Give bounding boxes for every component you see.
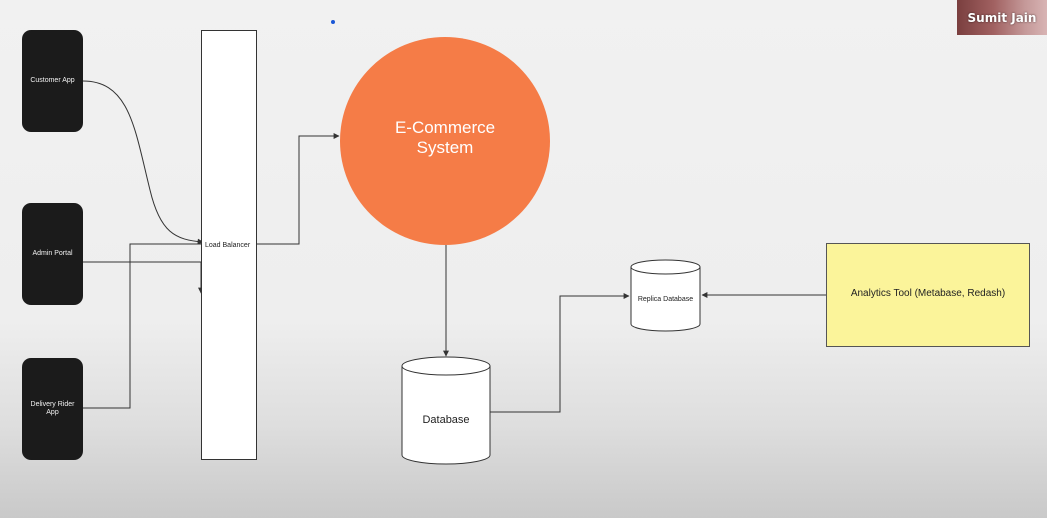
ecommerce-system-node: E-Commerce System bbox=[340, 37, 550, 245]
ecommerce-system-label: E-Commerce System bbox=[394, 118, 496, 157]
pointer-dot bbox=[331, 20, 335, 24]
presenter-name: Sumit Jain bbox=[967, 10, 1037, 25]
load-balancer-node: Load Balancer bbox=[201, 30, 257, 460]
connector-lb-to-ecommerce bbox=[257, 133, 340, 245]
connector-customer-to-lb bbox=[82, 80, 204, 245]
customer-app-node: Customer App bbox=[22, 30, 83, 132]
admin-portal-label: Admin Portal bbox=[32, 250, 73, 257]
replica-database-cylinder bbox=[630, 259, 701, 332]
analytics-tool-label: Analytics Tool (Metabase, Redash) bbox=[850, 287, 1006, 299]
connector-db-to-replica bbox=[490, 293, 630, 413]
delivery-rider-app-label: Delivery Rider App bbox=[30, 401, 75, 416]
replica-database-label: Replica Database bbox=[637, 296, 694, 303]
presenter-video-tile[interactable]: Sumit Jain bbox=[957, 0, 1047, 35]
database-cylinder bbox=[401, 356, 491, 465]
connector-rider-to-lb bbox=[83, 243, 203, 409]
load-balancer-label: Load Balancer bbox=[205, 242, 251, 249]
database-label: Database bbox=[422, 414, 470, 426]
customer-app-label: Customer App bbox=[30, 77, 75, 84]
admin-portal-node: Admin Portal bbox=[22, 203, 83, 305]
analytics-tool-node: Analytics Tool (Metabase, Redash) bbox=[826, 243, 1030, 347]
delivery-rider-app-node: Delivery Rider App bbox=[22, 358, 83, 460]
